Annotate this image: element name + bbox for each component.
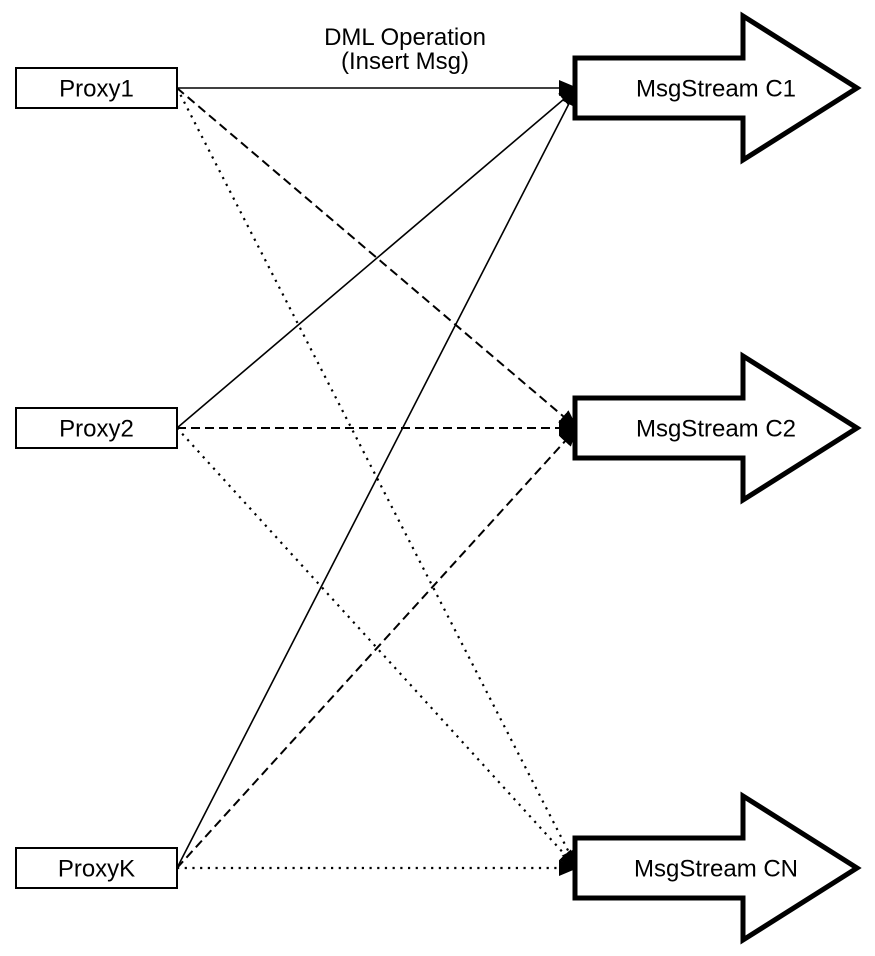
edge-proxyk-msgstream-c1 [176,87,578,869]
edge-proxyk-msgstream-c2 [176,427,578,869]
diagram-title-line1: DML Operation [324,24,486,51]
edges [176,80,578,876]
edge-proxy1-msgstream-c2 [176,87,578,429]
proxyk-box [15,847,178,889]
msgstream-cn-label: MsgStream CN [634,856,798,883]
edge-proxy2-msgstream-c1 [176,87,578,429]
proxy2-box [15,407,178,449]
proxy1-label: Proxy1 [59,76,134,103]
msgstream-c2-label: MsgStream C2 [636,416,796,443]
proxy1-box [15,67,178,109]
proxy-node-2: Proxy2 [15,407,178,449]
diagram-title-line2: (Insert Msg) [341,48,469,75]
msgstream-node-cn: MsgStream CN [572,791,862,945]
proxy-node-k: ProxyK [15,847,178,889]
msgstream-cn-arrow-shape [572,791,862,945]
msgstream-c1-arrow-shape [572,11,862,165]
msgstream-c1-label: MsgStream C1 [636,76,796,103]
proxy2-label: Proxy2 [59,416,134,443]
proxyk-label: ProxyK [58,856,135,883]
msgstream-node-c1: MsgStream C1 [572,11,862,165]
proxy-node-1: Proxy1 [15,67,178,109]
msgstream-c2-arrow-shape [572,351,862,505]
msgstream-node-c2: MsgStream C2 [572,351,862,505]
